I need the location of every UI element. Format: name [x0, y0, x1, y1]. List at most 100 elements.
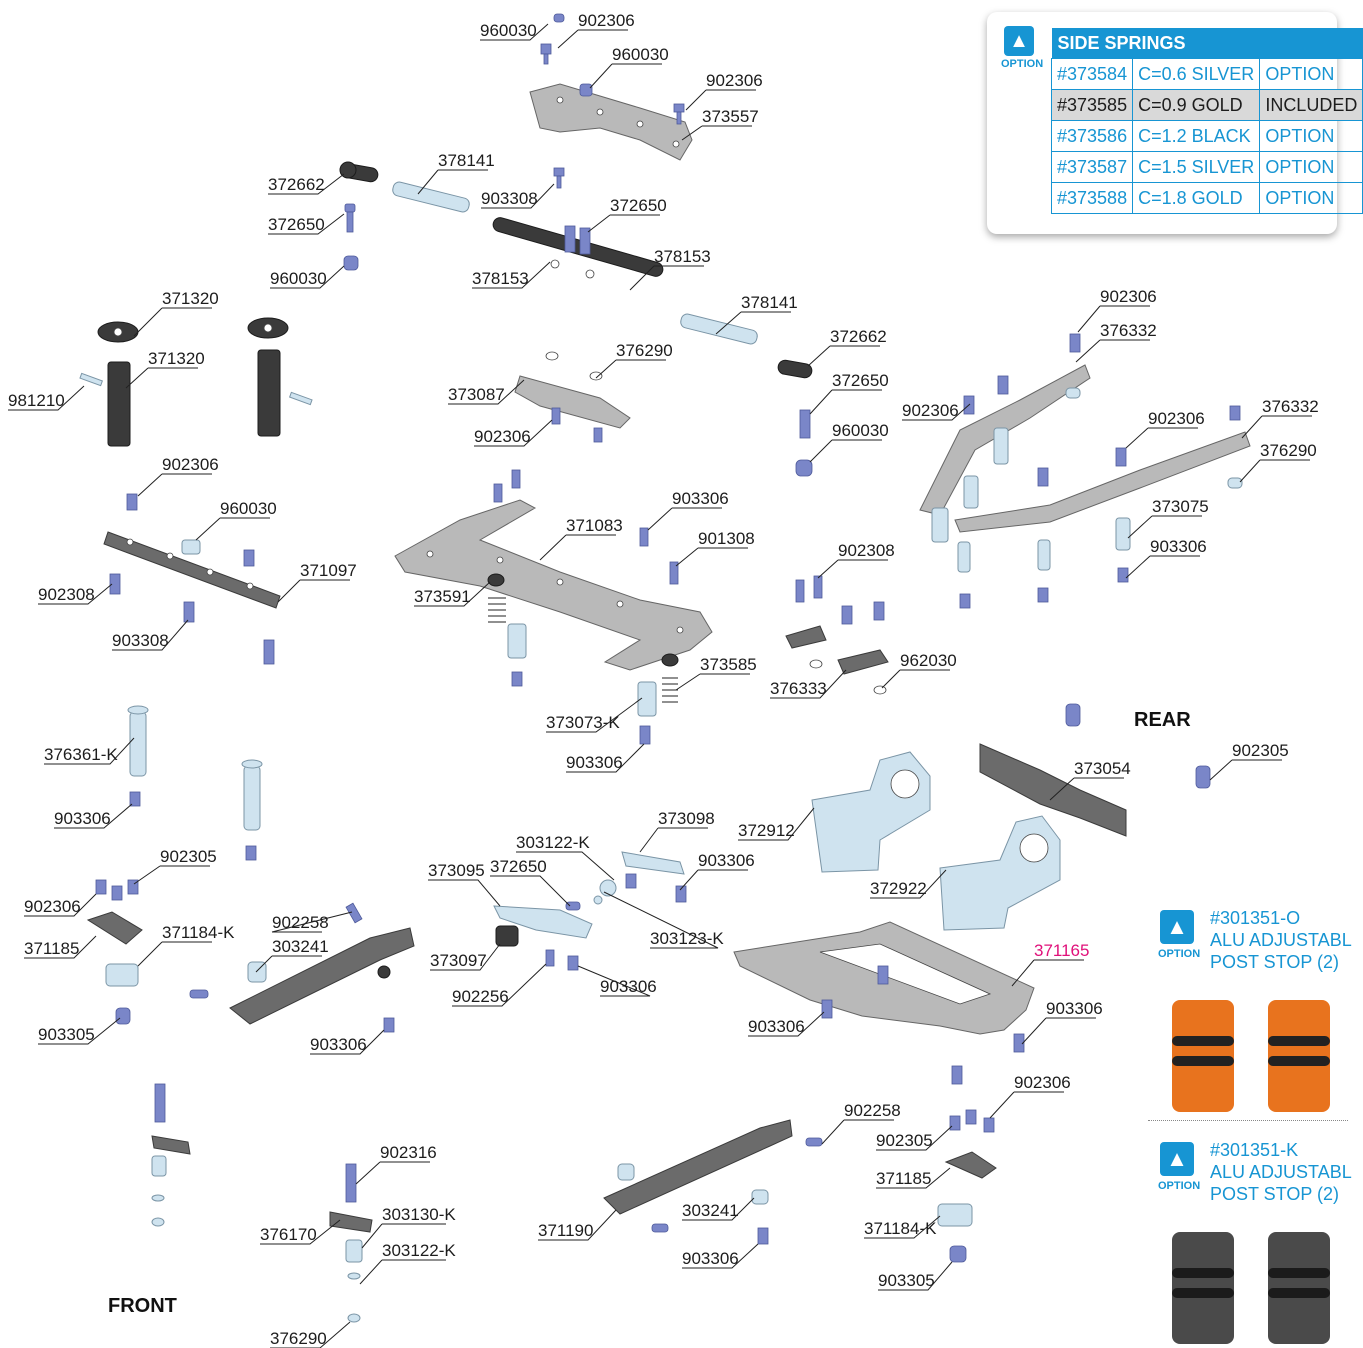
option-description: ALU ADJUSTABL: [1210, 1162, 1352, 1182]
part-label: 372662: [830, 327, 887, 346]
part-label: 903306: [566, 753, 623, 772]
bracket-373087: [514, 351, 631, 429]
part-label: 901308: [698, 529, 755, 548]
part-label: 373075: [1152, 497, 1209, 516]
part-label: 903306: [748, 1017, 805, 1036]
spring-status: OPTION: [1259, 182, 1363, 214]
option-part-number: #301351-O: [1210, 908, 1301, 928]
part-label: 372650: [610, 196, 667, 215]
option-description: ALU ADJUSTABL: [1210, 930, 1352, 950]
part-label: 378153: [654, 247, 711, 266]
part-label: 902305: [1232, 741, 1289, 760]
part-label: 903308: [481, 189, 538, 208]
part-label: 902306: [474, 427, 531, 446]
part-label: 378153: [472, 269, 529, 288]
part-label: 902306: [578, 11, 635, 30]
front-left-screws: [95, 879, 139, 901]
spring-spec: C=0.6 SILVER: [1132, 58, 1261, 90]
thumbs-up-icon: ▲: [1160, 1142, 1194, 1176]
part-label: 371083: [566, 516, 623, 535]
part-label: 903306: [682, 1249, 739, 1268]
motor-mount-plate-373054: [979, 743, 1127, 837]
part-label: 372922: [870, 879, 927, 898]
part-label: 372662: [268, 175, 325, 194]
rod-end-372662-right: [777, 359, 813, 379]
table-row: #373586 C=1.2 BLACK OPTION: [1050, 120, 1363, 152]
side-springs-table: SIDE SPRINGS #373584 C=0.6 SILVER OPTION…: [1050, 28, 1363, 214]
part-label: 902306: [24, 897, 81, 916]
part-label: 373087: [448, 385, 505, 404]
spring-373591: [487, 573, 506, 623]
part-label: 303241: [682, 1201, 739, 1220]
spring-part: #373584: [1050, 58, 1134, 90]
part-label: 376333: [770, 679, 827, 698]
part-label: 960030: [612, 45, 669, 64]
part-label: 372912: [738, 821, 795, 840]
part-label: 372650: [832, 371, 889, 390]
part-label: 303130-K: [382, 1205, 456, 1224]
part-label: 903306: [310, 1035, 367, 1054]
table-row: #373588 C=1.8 GOLD OPTION: [1050, 182, 1363, 214]
center-plate-371083: [394, 499, 713, 671]
part-label: 303122-K: [382, 1241, 456, 1260]
part-label: 960030: [270, 269, 327, 288]
option-part-number: #301351-K: [1210, 1140, 1299, 1160]
post-stop-image: [1268, 1232, 1330, 1344]
part-label: 902306: [162, 455, 219, 474]
part-label: 902306: [1148, 409, 1205, 428]
option-badge-label: OPTION: [1158, 948, 1201, 960]
part-label: 902256: [452, 987, 509, 1006]
part-label: 903305: [38, 1025, 95, 1044]
part-label: 376332: [1100, 321, 1157, 340]
part-label: 372650: [268, 215, 325, 234]
spring-spec: C=1.2 BLACK: [1132, 120, 1261, 152]
part-label: 378141: [741, 293, 798, 312]
spring-status: OPTION: [1259, 58, 1363, 90]
tie-rod-plate: [229, 927, 415, 1025]
part-label: 902306: [1100, 287, 1157, 306]
part-label: 372650: [490, 857, 547, 876]
part-label: 902258: [844, 1101, 901, 1120]
spring-spec: C=0.9 GOLD: [1132, 89, 1261, 121]
part-label: 903306: [54, 809, 111, 828]
part-label: 373097: [430, 951, 487, 970]
bulkhead-372922: [939, 815, 1061, 931]
rod-end-372662-left: [339, 161, 379, 183]
part-label: 378141: [438, 151, 495, 170]
part-label: 376290: [616, 341, 673, 360]
thumbs-up-icon: ▲: [1004, 26, 1034, 56]
part-label: 303122-K: [516, 833, 590, 852]
part-label: 903306: [698, 851, 755, 870]
part-label: 903305: [878, 1271, 935, 1290]
option-card-orange: ▲ OPTION #301351-O ALU ADJUSTABL POST ST…: [1148, 904, 1352, 1121]
table-row: #373585 C=0.9 GOLD INCLUDED: [1050, 89, 1363, 121]
rear-upper-arm-376332: [919, 364, 1251, 533]
post-stop-image: [1268, 1000, 1330, 1112]
part-label: 376170: [260, 1225, 317, 1244]
part-label: 902305: [160, 847, 217, 866]
option-badge: ▲ OPTION: [1001, 26, 1044, 70]
steering-block-373095: [493, 905, 593, 939]
part-label: 373585: [700, 655, 757, 674]
leader-lines: [8, 23, 1312, 1348]
part-label: 373591: [414, 587, 471, 606]
bulkhead-372912: [811, 751, 931, 873]
rear-arm-screws: [959, 333, 1241, 609]
part-label: 373557: [702, 107, 759, 126]
spring-spec: C=1.8 GOLD: [1132, 182, 1261, 214]
post-stop-image: [1172, 1232, 1234, 1344]
upper-plate-373557: [529, 83, 693, 161]
pivot-tube-378141-right: [680, 313, 758, 345]
part-label: 303123-K: [650, 929, 724, 948]
part-label: 371320: [148, 349, 205, 368]
part-label: 902305: [876, 1131, 933, 1150]
option-card-black: ▲ OPTION #301351-K ALU ADJUSTABL POST ST…: [1148, 1136, 1352, 1348]
spring-status: OPTION: [1259, 120, 1363, 152]
spring-spec: C=1.5 SILVER: [1132, 151, 1261, 183]
front-direction-label: FRONT: [108, 1295, 177, 1317]
spring-part: #373587: [1050, 151, 1134, 183]
option-badge-label: OPTION: [1001, 58, 1044, 70]
part-label: 376290: [270, 1329, 327, 1348]
part-label: 376361-K: [44, 745, 118, 764]
part-label: 903306: [1046, 999, 1103, 1018]
